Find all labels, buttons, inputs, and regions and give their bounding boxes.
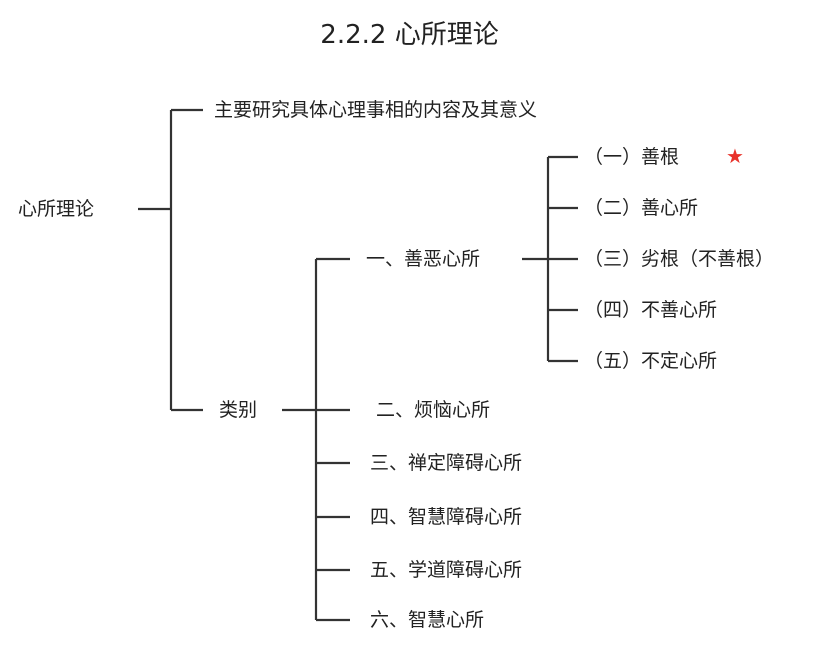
star-icon: ★ — [726, 144, 744, 168]
diagram-title: 2.2.2 心所理论 — [320, 20, 499, 50]
category-node-1: 一、善恶心所 — [366, 248, 481, 270]
good-evil-node-1: （一）善根 — [584, 146, 680, 168]
good-evil-node-4: （四）不善心所 — [584, 299, 718, 321]
good-evil-node-5: （五）不定心所 — [584, 350, 718, 372]
category-node-4: 四、智慧障碍心所 — [370, 506, 523, 528]
good-evil-node-3: （三）劣根（不善根） — [584, 248, 775, 270]
category-node-6: 六、智慧心所 — [370, 609, 485, 631]
category-node-5: 五、学道障碍心所 — [370, 559, 523, 581]
main-branch-node: 主要研究具体心理事相的内容及其意义 — [214, 99, 538, 121]
root-node: 心所理论 — [18, 198, 95, 220]
category-branch-node: 类别 — [219, 399, 258, 421]
good-evil-node-2: （二）善心所 — [584, 197, 699, 219]
category-node-3: 三、禅定障碍心所 — [370, 452, 523, 474]
category-node-2: 二、烦恼心所 — [376, 399, 491, 421]
